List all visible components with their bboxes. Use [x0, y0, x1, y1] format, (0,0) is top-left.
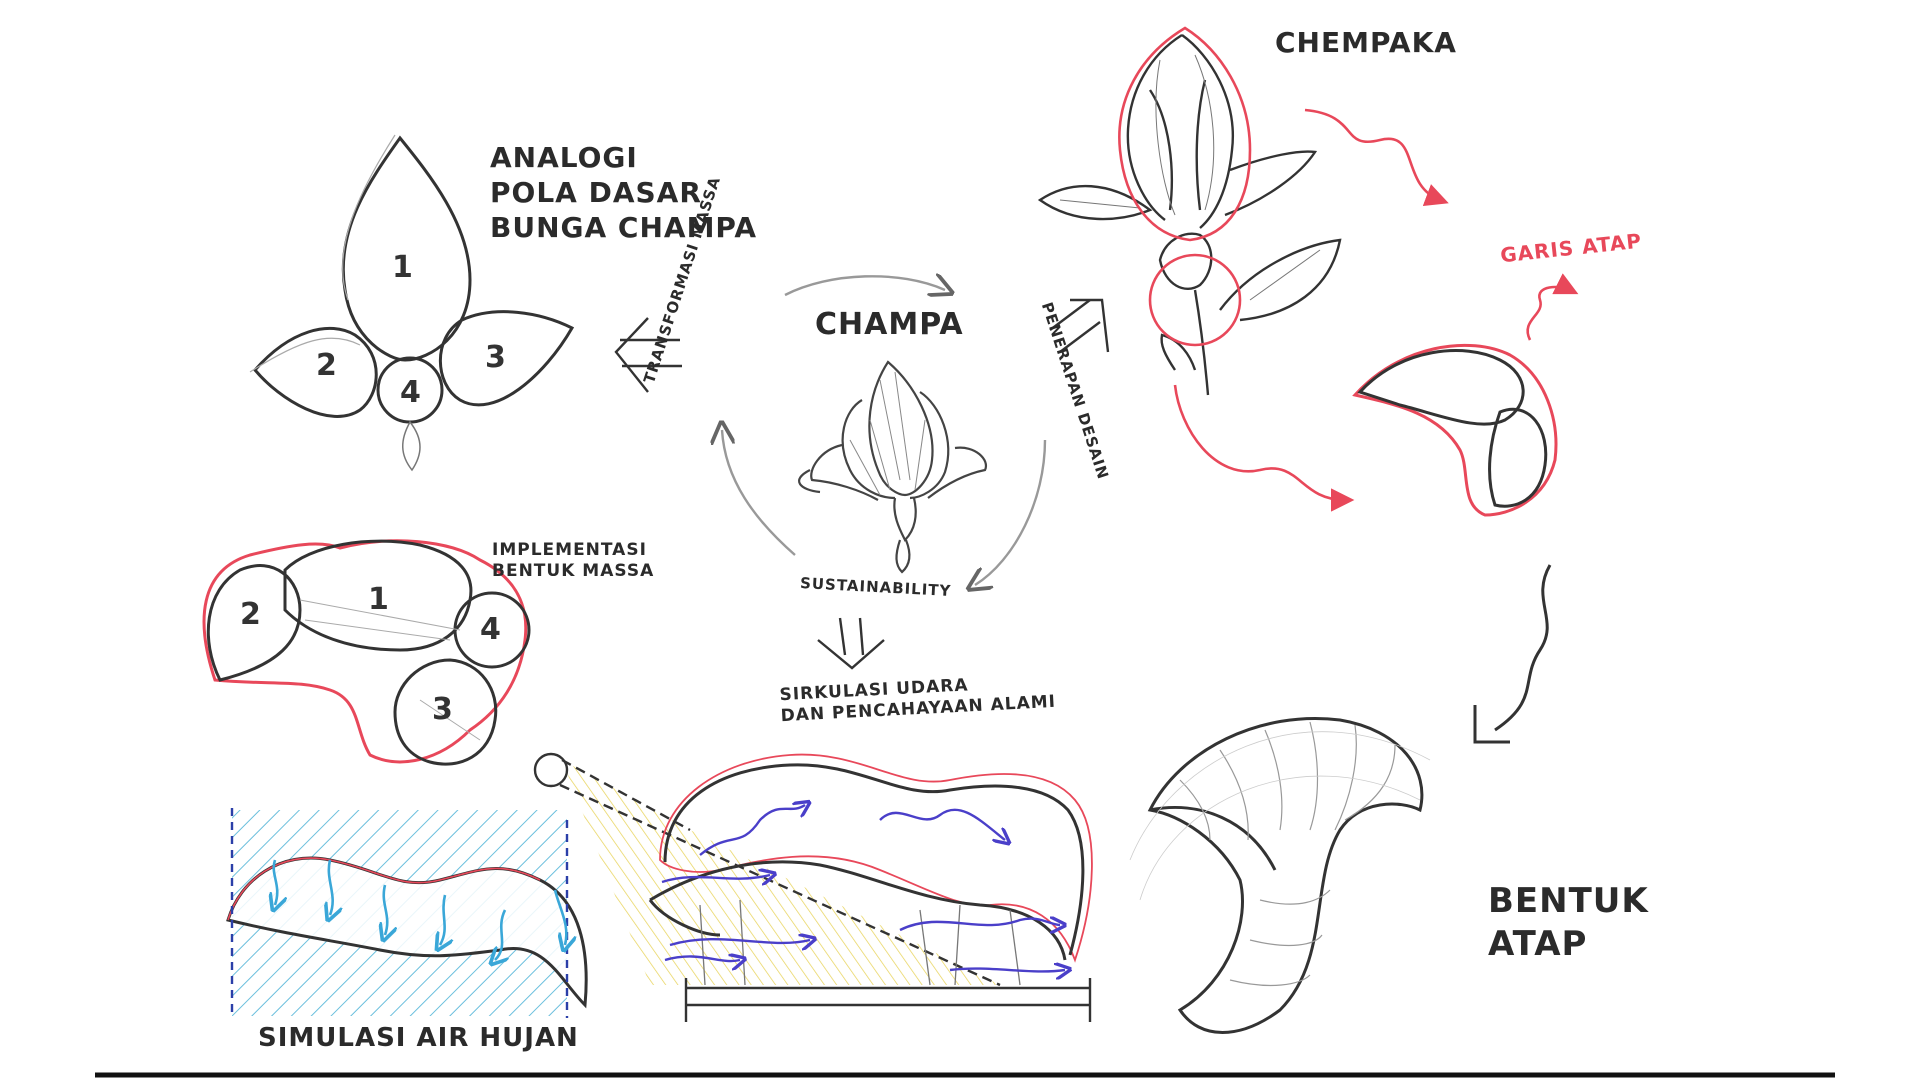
roof-squiggle-arrow — [1473, 564, 1552, 744]
roof-shape-sketch — [1147, 717, 1424, 1034]
mass-part-number: 1 — [368, 582, 389, 617]
analogy-petal-sketch — [253, 135, 575, 472]
analogy-guide-lines — [249, 134, 396, 373]
chempaka-shading — [1059, 54, 1321, 301]
mass-part-number: 2 — [240, 597, 261, 632]
rain-building-sketch — [226, 856, 588, 1009]
chempaka-red-arrows — [1173, 108, 1579, 512]
analogy-title: ANALOGI POLA DASAR BUNGA CHAMPA — [490, 141, 758, 244]
chempaka-red-outline — [1118, 26, 1252, 347]
chempaka-title: CHEMPAKA — [1275, 26, 1457, 59]
mass-part-number: 3 — [432, 692, 453, 727]
analogy-petal-number: 2 — [316, 348, 337, 383]
rain-title: SIMULASI AIR HUJAN — [258, 1023, 579, 1053]
center-title: CHAMPA — [815, 307, 964, 342]
roof-shape-grid — [1129, 731, 1431, 901]
air-ground-line — [684, 978, 1092, 1022]
center-flower-shading — [849, 371, 926, 496]
air-building-sketch — [648, 753, 1093, 963]
sun-light-cone — [533, 752, 1001, 987]
center-flower-sketch — [798, 360, 988, 574]
rain-boundary-lines — [230, 808, 569, 1018]
mass-implementation-sketch — [202, 539, 531, 766]
rain-drop-arrows — [274, 859, 567, 960]
mass-shading — [299, 599, 481, 741]
roof-shape-title: BENTUK ATAP — [1488, 881, 1649, 964]
roofline-sketch — [1352, 343, 1558, 517]
chempaka-flower-sketch — [1037, 33, 1342, 396]
center-cycle — [722, 276, 1047, 585]
analogy-petal-number: 3 — [485, 340, 506, 375]
arrow-to-chempaka — [1049, 298, 1110, 353]
analogy-petal-number: 1 — [392, 250, 413, 285]
arrow-down-to-air — [817, 617, 885, 670]
air-flow-arrows — [661, 805, 1065, 971]
analogy-petal-number: 4 — [400, 375, 421, 410]
implementation-title: IMPLEMENTASI BENTUK MASSA — [492, 540, 655, 582]
roof-shape-ribs — [1179, 721, 1396, 987]
arrow-to-analogy — [614, 317, 682, 393]
mass-part-number: 4 — [480, 612, 501, 647]
